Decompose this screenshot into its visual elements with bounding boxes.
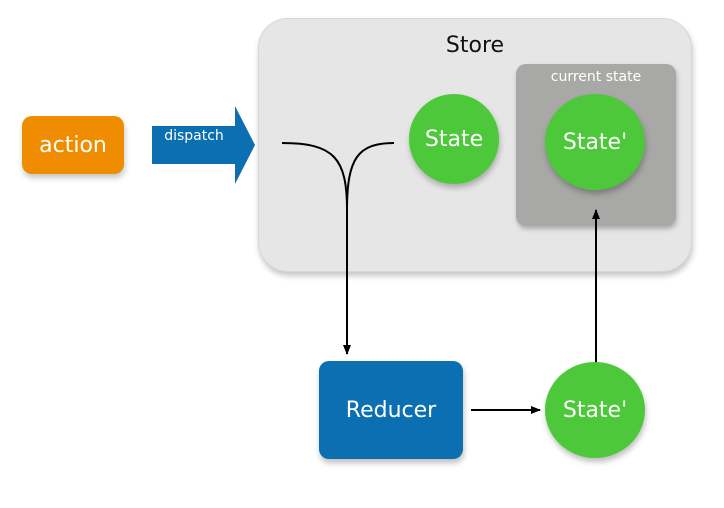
current-state-label: State' <box>562 129 628 155</box>
dispatch-label: dispatch <box>164 128 224 144</box>
merge-curve-left <box>281 142 348 211</box>
reducer-label: Reducer <box>345 397 437 423</box>
store-title: Store <box>445 33 505 58</box>
state-label: State <box>424 126 484 152</box>
current-state-box: current state <box>516 64 676 226</box>
new-state-label: State' <box>562 397 628 423</box>
action-node: action <box>22 116 124 174</box>
current-state-title: current state <box>550 69 642 85</box>
state-node: State <box>409 94 499 184</box>
action-label: action <box>39 132 107 158</box>
dispatch-arrow <box>152 106 255 184</box>
reducer-node: Reducer <box>319 361 463 459</box>
merge-curve-right <box>346 142 395 211</box>
new-state-node: State' <box>545 362 645 458</box>
current-state-node: State' <box>545 94 645 190</box>
